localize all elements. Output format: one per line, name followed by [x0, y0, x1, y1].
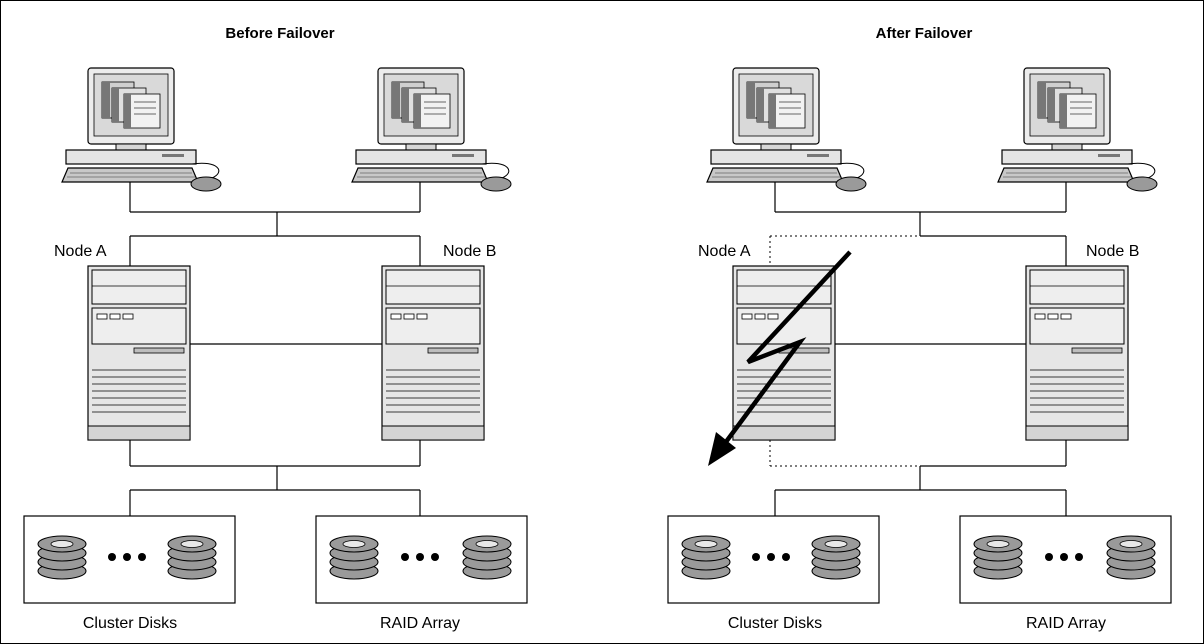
disk-stack-icon: [1106, 535, 1156, 580]
raid-array-label-before: RAID Array: [380, 615, 460, 632]
disk-stack-icon: [167, 535, 217, 580]
disk-stack-icon: [37, 535, 87, 580]
node-a-label-after: Node A: [698, 243, 751, 260]
disk-stack-icon: [811, 535, 861, 580]
ellipsis-dots: [401, 553, 439, 561]
ellipsis-dots: [1045, 553, 1083, 561]
raid-array-label-after: RAID Array: [1026, 615, 1106, 632]
client-workstation-right-2: [997, 67, 1158, 192]
network-links-before: [129, 182, 421, 516]
disk-stack-icon: [681, 535, 731, 580]
server-node-b-before: [381, 265, 485, 441]
network-links-after: [774, 182, 1067, 516]
disk-stack-icon: [329, 535, 379, 580]
cluster-disks-label-after: Cluster Disks: [728, 615, 822, 632]
node-a-label-before: Node A: [54, 243, 107, 260]
disk-stack-icon: [462, 535, 512, 580]
panel-after-failover: After Failover Node A Node B: [667, 25, 1172, 632]
panel-title-after: After Failover: [876, 25, 973, 42]
panel-before-failover: Before Failover Node A Node B: [23, 25, 528, 632]
node-b-label-before: Node B: [443, 243, 496, 260]
client-workstation-left-1: [61, 67, 222, 192]
failed-links-node-a: [769, 235, 920, 467]
server-node-b-after: [1025, 265, 1129, 441]
server-node-a-before: [87, 265, 191, 441]
failure-bolt-icon: [708, 250, 852, 466]
cluster-disks-label-before: Cluster Disks: [83, 615, 177, 632]
panel-title-before: Before Failover: [225, 25, 334, 42]
client-workstation-right-1: [706, 67, 867, 192]
ellipsis-dots: [752, 553, 790, 561]
client-workstation-left-2: [351, 67, 512, 192]
ellipsis-dots: [108, 553, 146, 561]
node-b-label-after: Node B: [1086, 243, 1139, 260]
disk-stack-icon: [973, 535, 1023, 580]
